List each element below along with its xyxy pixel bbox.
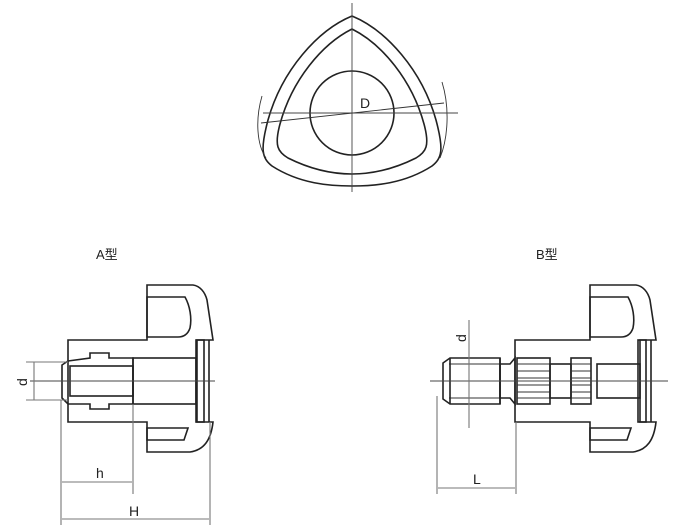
- type-a-title: A型: [96, 247, 118, 262]
- type-a-dimensions: d h H: [14, 361, 211, 525]
- type-a-H-label: H: [129, 503, 139, 519]
- type-b-d-label: d: [453, 334, 469, 342]
- type-b-title: B型: [536, 247, 558, 262]
- type-a-section: [30, 284, 215, 453]
- type-a-h-label: h: [96, 465, 104, 481]
- top-view: D: [257, 3, 458, 192]
- type-b-L-label: L: [473, 471, 481, 487]
- type-a-d-label: d: [14, 378, 30, 386]
- top-view-diameter-label: D: [360, 95, 370, 111]
- type-b-section: [430, 284, 668, 453]
- type-b-dimensions: d L: [436, 320, 517, 494]
